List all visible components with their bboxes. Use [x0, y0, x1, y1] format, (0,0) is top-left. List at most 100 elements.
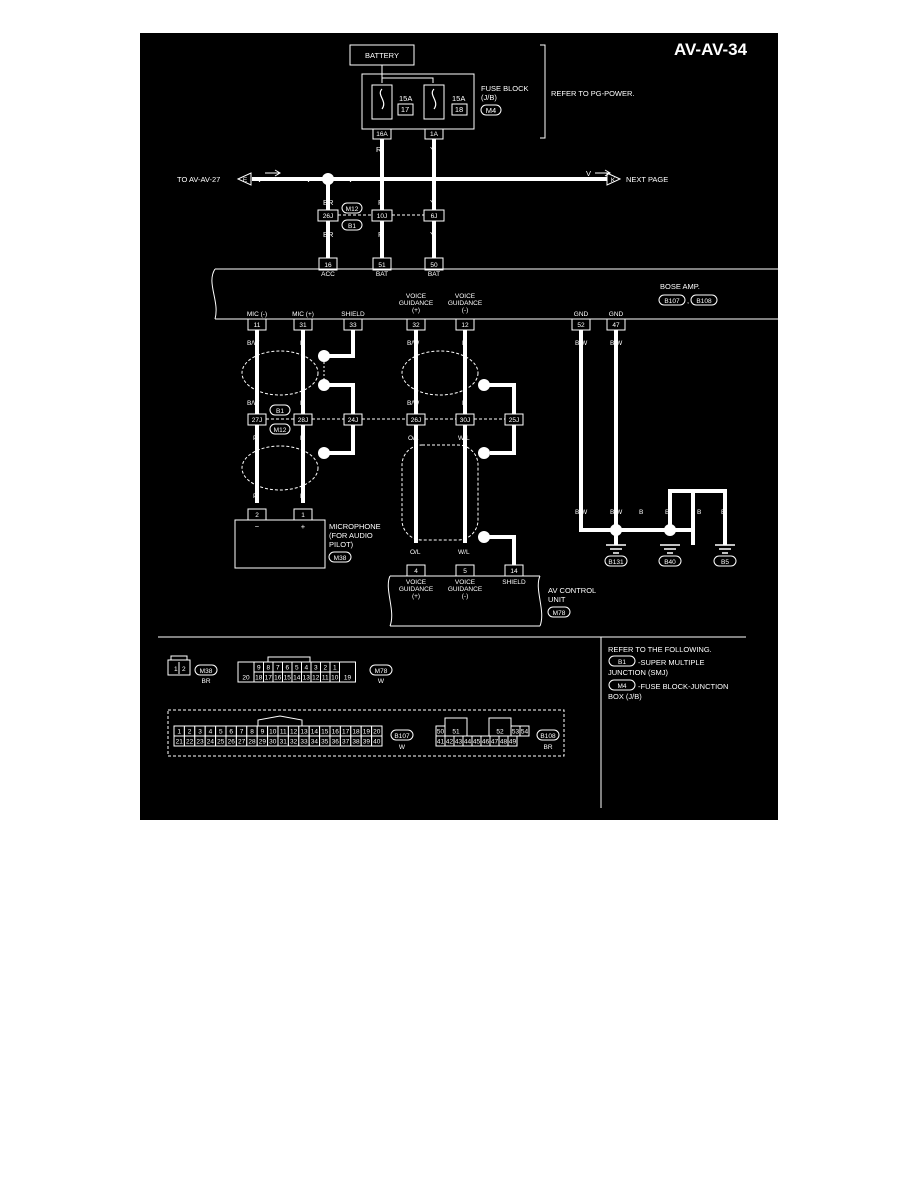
b108-pin-label: 44: [464, 739, 472, 746]
svg-text:SHIELD: SHIELD: [502, 579, 526, 586]
svg-text:BAT: BAT: [376, 271, 388, 278]
m78-pin-label: 17: [265, 675, 273, 682]
av-control-unit-box: [387, 575, 543, 627]
b108-pin-label: 53: [512, 729, 520, 736]
svg-text:VOICE: VOICE: [406, 579, 427, 586]
svg-text:BR: BR: [323, 230, 334, 239]
b107-pin-label: 24: [207, 739, 215, 746]
amp-pin-31: 31: [299, 322, 307, 329]
fuse-2-term: 1A: [430, 131, 439, 138]
b108-pin-label: 45: [473, 739, 481, 746]
svg-text:BR: BR: [201, 678, 210, 685]
b108-pin: [519, 725, 530, 737]
svg-text:Y: Y: [430, 145, 435, 154]
svg-text:BR: BR: [323, 198, 334, 207]
refer-title: REFER TO THE FOLLOWING.: [608, 645, 712, 654]
svg-text:L: L: [300, 435, 304, 442]
joint-10j: 10J: [377, 213, 387, 220]
m78-pin-label: 5: [295, 665, 299, 672]
fuse-block-name: FUSE BLOCK: [481, 84, 529, 93]
b107-pin-label: 8: [250, 729, 254, 736]
fuse-block-refer: REFER TO PG-POWER.: [551, 89, 634, 98]
svg-text:1: 1: [174, 666, 178, 673]
svg-text:O/L: O/L: [410, 549, 421, 556]
b108-pin: [507, 735, 518, 747]
svg-text:Y: Y: [430, 230, 435, 239]
m78-pin-label: 16: [274, 675, 282, 682]
svg-text:B108: B108: [540, 733, 556, 740]
svg-text:B107: B107: [664, 298, 680, 305]
amp-pin-50: 50: [430, 262, 438, 269]
svg-text:W: W: [378, 678, 385, 685]
m78-pin-label: 7: [276, 665, 280, 672]
svg-text:B/W: B/W: [610, 509, 623, 516]
amp-pin-12: 12: [461, 322, 469, 329]
m78-pin-label: 10: [331, 675, 339, 682]
microphone-conn: M38: [334, 555, 347, 562]
m78-pin-label: 4: [304, 665, 308, 672]
b108-pin-label: 52: [496, 729, 504, 736]
b107-pin-label: 12: [290, 729, 298, 736]
fuse-2: [423, 84, 445, 120]
b108-pin-label: 41: [437, 739, 445, 746]
svg-text:L: L: [462, 400, 466, 407]
m78-pin: [339, 661, 356, 683]
m78-pin-label: 8: [266, 665, 270, 672]
av-control-unit-conn: M78: [553, 610, 566, 617]
fuse-1-amps: 15A: [399, 94, 412, 103]
svg-text:+: +: [301, 522, 306, 531]
b107-pin-label: 29: [259, 739, 267, 746]
m78-pin-label: 18: [255, 675, 263, 682]
b107-pin-label: 34: [311, 739, 319, 746]
svg-text:L: L: [300, 340, 304, 347]
mid-joint-25j: 25J: [509, 417, 519, 424]
svg-text:B: B: [639, 509, 643, 516]
microphone-box: [234, 519, 326, 569]
mid-joint-30j: 30J: [460, 417, 470, 424]
svg-text:GUIDANCE: GUIDANCE: [399, 586, 434, 593]
b107-pin-label: 26: [228, 739, 236, 746]
b107-pin-label: 19: [363, 729, 371, 736]
svg-text:W: W: [399, 744, 406, 751]
svg-text:VOICE: VOICE: [406, 293, 427, 300]
svg-text:R: R: [378, 198, 384, 207]
svg-text:B1: B1: [276, 408, 284, 415]
ground-b5: B5: [721, 559, 729, 566]
b107-key: [257, 715, 303, 726]
svg-text:B/W: B/W: [407, 400, 420, 407]
mid-joint-24j: 24J: [348, 417, 358, 424]
m78-pin-label: 20: [242, 675, 250, 682]
svg-text:M38: M38: [200, 668, 213, 675]
svg-text:VOICE: VOICE: [455, 579, 476, 586]
svg-text:UNIT: UNIT: [548, 595, 566, 604]
svg-text:(-): (-): [462, 307, 469, 314]
svg-text:B: B: [697, 509, 701, 516]
svg-text:B/W: B/W: [575, 509, 588, 516]
b107-pin-label: 9: [261, 729, 265, 736]
svg-text:GND: GND: [609, 311, 624, 318]
b107-pin-label: 7: [240, 729, 244, 736]
fuse-1-term: 16A: [376, 131, 388, 138]
b107-pin-label: 14: [311, 729, 319, 736]
b107-pin-label: 15: [321, 729, 329, 736]
b107-pin-label: 35: [321, 739, 329, 746]
svg-text:BAT: BAT: [428, 271, 440, 278]
svg-text:(-): (-): [462, 593, 469, 600]
b107-pin-label: 25: [217, 739, 225, 746]
svg-text:B/W: B/W: [247, 340, 260, 347]
joint-26j: 26J: [323, 213, 333, 220]
offpage-left: TO AV-AV-27: [177, 175, 220, 184]
b108-pin-label: 47: [491, 739, 499, 746]
b107-pin-label: 18: [352, 729, 360, 736]
b107-pin-label: 5: [219, 729, 223, 736]
wiring-diagram: AV-AV-34 BATTERY 15A 17 15A 18 FUSE BLOC…: [140, 33, 778, 820]
splice-point: [322, 173, 334, 185]
svg-text:B: B: [665, 509, 669, 516]
svg-text:VOICE: VOICE: [455, 293, 476, 300]
m78-pin-label: 14: [293, 675, 301, 682]
b107-pin-label: 13: [300, 729, 308, 736]
svg-text:B/W: B/W: [247, 400, 260, 407]
av-pin-14: 14: [510, 568, 518, 575]
